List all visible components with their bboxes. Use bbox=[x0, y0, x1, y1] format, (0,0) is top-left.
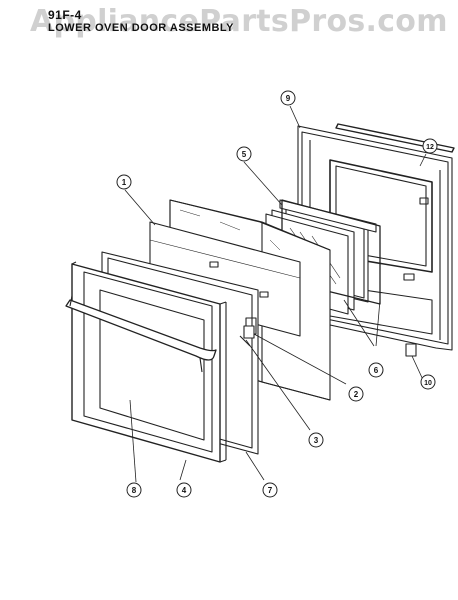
callout-label: 12 bbox=[426, 144, 434, 151]
part-8-handle bbox=[65, 295, 217, 373]
callout-label: 5 bbox=[242, 150, 247, 159]
part-2-3-hardware bbox=[239, 325, 255, 347]
callout-circle bbox=[368, 362, 384, 378]
part-12-strip bbox=[335, 123, 455, 153]
callout-circle bbox=[236, 146, 252, 162]
callout-circle bbox=[348, 386, 364, 402]
callout-9: 9 bbox=[280, 90, 296, 106]
part-4-door-frame bbox=[71, 261, 227, 463]
callout-circle bbox=[422, 138, 438, 154]
callout-1: 1 bbox=[116, 174, 132, 190]
callout-label: 2 bbox=[354, 390, 359, 399]
callout-label: 1 bbox=[122, 178, 127, 187]
callout-circle bbox=[280, 90, 296, 106]
callout-7: 7 bbox=[262, 482, 278, 498]
callout-circle bbox=[420, 374, 436, 390]
callout-label: 6 bbox=[374, 366, 379, 375]
diagram-title: LOWER OVEN DOOR ASSEMBLY bbox=[48, 22, 234, 34]
callout-10: 10 bbox=[420, 374, 436, 390]
callout-label: 4 bbox=[182, 486, 187, 495]
callout-label: 9 bbox=[286, 94, 291, 103]
callout-circle bbox=[308, 432, 324, 448]
callout-circle bbox=[262, 482, 278, 498]
callout-circle bbox=[176, 482, 192, 498]
callout-2: 2 bbox=[348, 386, 364, 402]
watermark: AppliancePartsPros.com bbox=[30, 4, 448, 39]
callout-5: 5 bbox=[236, 146, 252, 162]
part-10-clip bbox=[405, 343, 417, 357]
callout-circle bbox=[116, 174, 132, 190]
callout-circle bbox=[126, 482, 142, 498]
callout-label: 3 bbox=[314, 436, 319, 445]
callout-12: 12 bbox=[422, 138, 438, 154]
callout-label: 10 bbox=[424, 380, 432, 387]
callout-6: 6 bbox=[368, 362, 384, 378]
callout-label: 7 bbox=[268, 486, 273, 495]
callout-3: 3 bbox=[308, 432, 324, 448]
callout-label: 8 bbox=[132, 486, 137, 495]
callout-4: 4 bbox=[176, 482, 192, 498]
callout-8: 8 bbox=[126, 482, 142, 498]
diagram-code: 91F-4 bbox=[48, 8, 82, 22]
